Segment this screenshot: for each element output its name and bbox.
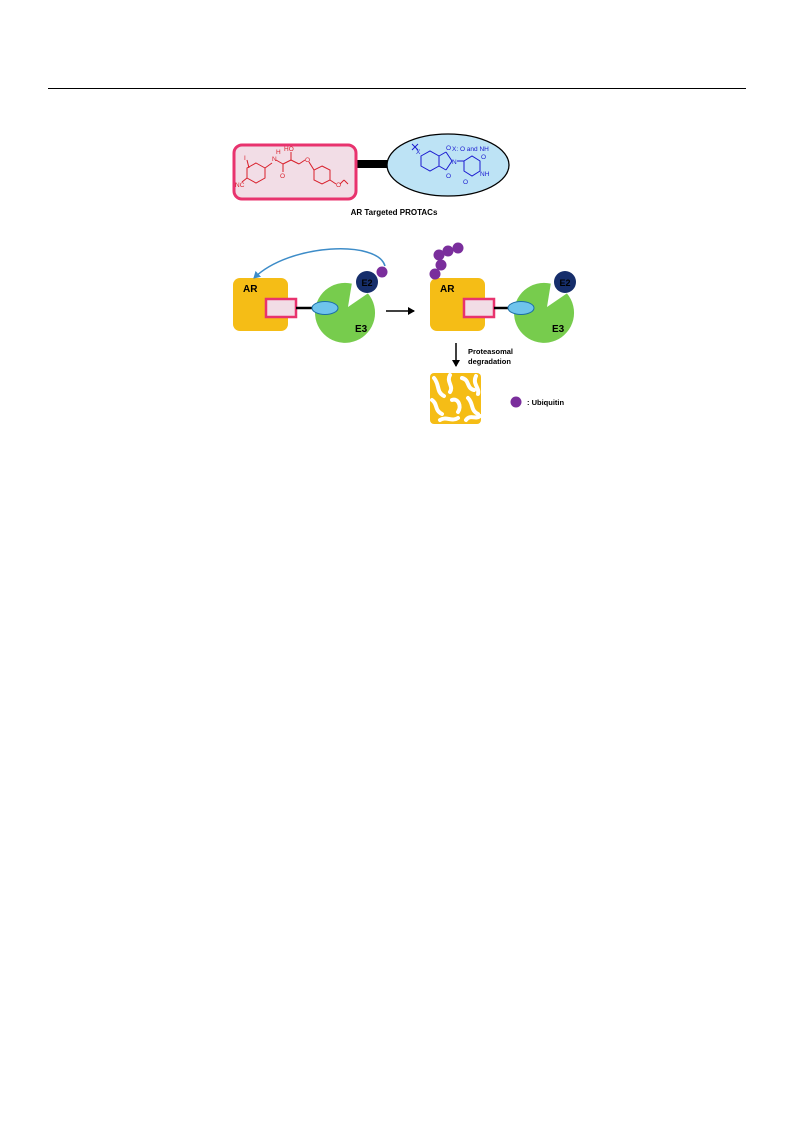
protac-molecule: I NC N H HO O O O X O	[232, 133, 510, 217]
ar-ligand-atom-nitrogen: N	[272, 156, 277, 163]
ar-label-right: AR	[440, 284, 455, 295]
e3-ligand-atom-oxygen-right: O	[481, 154, 486, 161]
ar-ligand-structure	[241, 152, 349, 185]
e3-ligase-left	[315, 282, 376, 343]
ubiquitin-chain-2	[435, 259, 447, 271]
ar-ligand-atom-hydrogen: H	[276, 149, 281, 156]
header-rule	[48, 88, 746, 89]
e3-ligand-atom-oxygen-bottom: O	[446, 173, 451, 180]
ubiquitin-chain-3	[433, 249, 445, 261]
ar-ligand-atom-ether-oxygen: O	[305, 157, 310, 164]
ternary-complex-right: AR E2 E3	[429, 242, 576, 343]
ubiquitin-transfer-arrow	[253, 248, 386, 279]
e3-ligand-atom-nh: NH	[480, 171, 490, 178]
e2-label-right: E2	[559, 278, 570, 288]
ternary-complex-left: AR E2 E3	[233, 248, 388, 343]
e3-label-left: E3	[355, 324, 368, 335]
degraded-protein-fragments	[430, 373, 481, 424]
polyubiquitin-chain	[429, 242, 464, 280]
ar-ligand-atom-carbonyl-oxygen: O	[280, 173, 285, 180]
ubiquitin-legend-icon	[510, 396, 522, 408]
e3-ligand-structure	[411, 143, 481, 177]
e3-ligand-left	[311, 301, 339, 315]
e3-ligand-ellipse: X O O N O NH O X: O and NH	[386, 133, 510, 197]
ar-ligand-right	[462, 297, 496, 319]
e3-ligand-x-note: X: O and NH	[452, 146, 489, 153]
ubiquitin-chain-5	[452, 242, 464, 254]
e3-ligand-atom-x: X	[416, 149, 421, 156]
ar-label-left: AR	[243, 284, 258, 295]
e3-ligand-atom-oxygen-top: O	[446, 145, 451, 152]
ubiquitin-left	[376, 266, 388, 278]
e3-label-right: E3	[552, 324, 565, 335]
ar-ligand-atom-iodine: I	[244, 155, 246, 162]
e3-ligand-right	[507, 301, 535, 315]
ubiquitin-chain-1	[429, 268, 441, 280]
ar-ligand-left	[264, 297, 298, 319]
ar-ligand-atom-aryl-ether-oxygen: O	[336, 182, 341, 189]
e3-ligand-atom-nitrogen: N	[452, 159, 457, 166]
degradation-label-line1: Proteasomal	[468, 347, 513, 356]
figure-title: AR Targeted PROTACs	[351, 208, 438, 217]
e2-label-left: E2	[361, 278, 372, 288]
ar-ligand-atom-hydroxyl: HO	[284, 146, 294, 153]
e3-ligase-right	[514, 282, 575, 343]
ar-ligand-atom-nitrile: NC	[235, 182, 245, 189]
e3-ligand-atom-oxygen-lower: O	[463, 179, 468, 186]
ubiquitin-chain-4	[442, 245, 454, 257]
ubiquitin-legend-label: : Ubiquitin	[527, 398, 564, 407]
e2-enzyme-left	[356, 271, 378, 293]
e2-enzyme-right	[554, 271, 576, 293]
ar-ligand-box: I NC N H HO O O O	[232, 143, 358, 201]
degradation-label-line2: degradation	[468, 357, 511, 366]
linker-bar	[356, 160, 388, 168]
